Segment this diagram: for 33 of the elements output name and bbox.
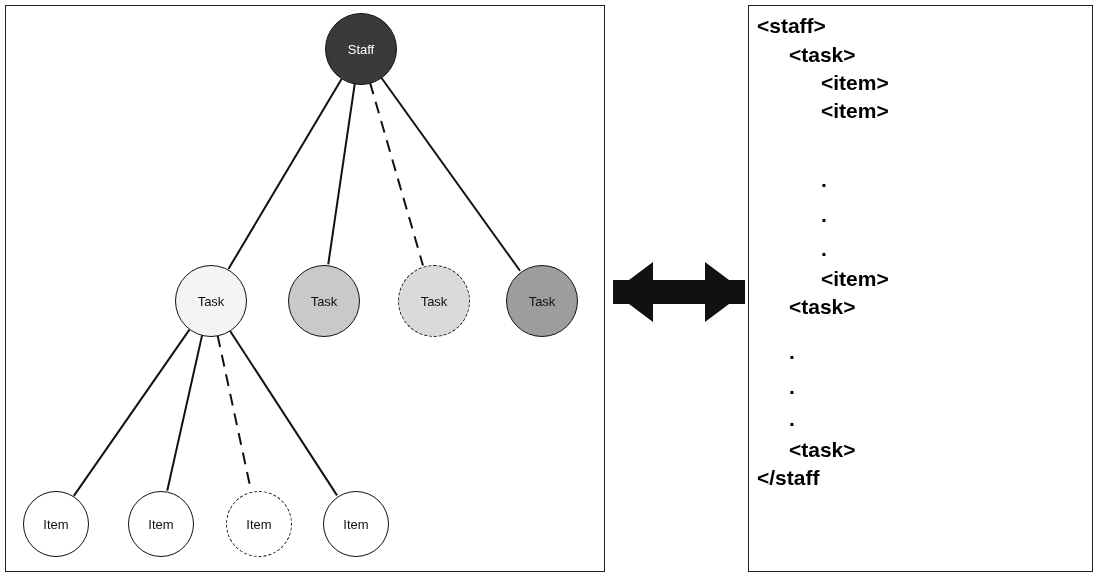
- code-line: <item>: [821, 100, 889, 121]
- code-line: .: [789, 341, 795, 362]
- connector-line: [369, 81, 424, 267]
- code-line: .: [821, 238, 827, 259]
- code-line: .: [821, 204, 827, 225]
- connector-line: [327, 82, 356, 266]
- code-line: <task>: [789, 296, 856, 317]
- code-line: <item>: [821, 72, 889, 93]
- task-node: Task: [398, 265, 470, 337]
- connector-line: [380, 76, 521, 272]
- code-line: <item>: [821, 268, 889, 289]
- task-node: Task: [288, 265, 360, 337]
- code-line: <staff>: [757, 15, 826, 36]
- connector-line: [227, 77, 343, 271]
- panel-frame: [5, 5, 605, 572]
- item-node: Item: [128, 491, 194, 557]
- task-node: Task: [506, 265, 578, 337]
- panel-frame: [748, 5, 1093, 572]
- code-line: <task>: [789, 44, 856, 65]
- code-line: .: [789, 376, 795, 397]
- code-line: </staff: [757, 467, 820, 488]
- connector-line: [72, 328, 191, 497]
- item-node: Item: [226, 491, 292, 557]
- item-node: Item: [23, 491, 89, 557]
- task-node: Task: [175, 265, 247, 337]
- code-line: .: [821, 169, 827, 190]
- connector-line: [166, 334, 204, 492]
- staff-node: Staff: [325, 13, 397, 85]
- item-node: Item: [323, 491, 389, 557]
- code-line: <task>: [789, 439, 856, 460]
- connector-line: [228, 329, 338, 497]
- code-line: .: [789, 408, 795, 429]
- double-arrow: [613, 262, 745, 322]
